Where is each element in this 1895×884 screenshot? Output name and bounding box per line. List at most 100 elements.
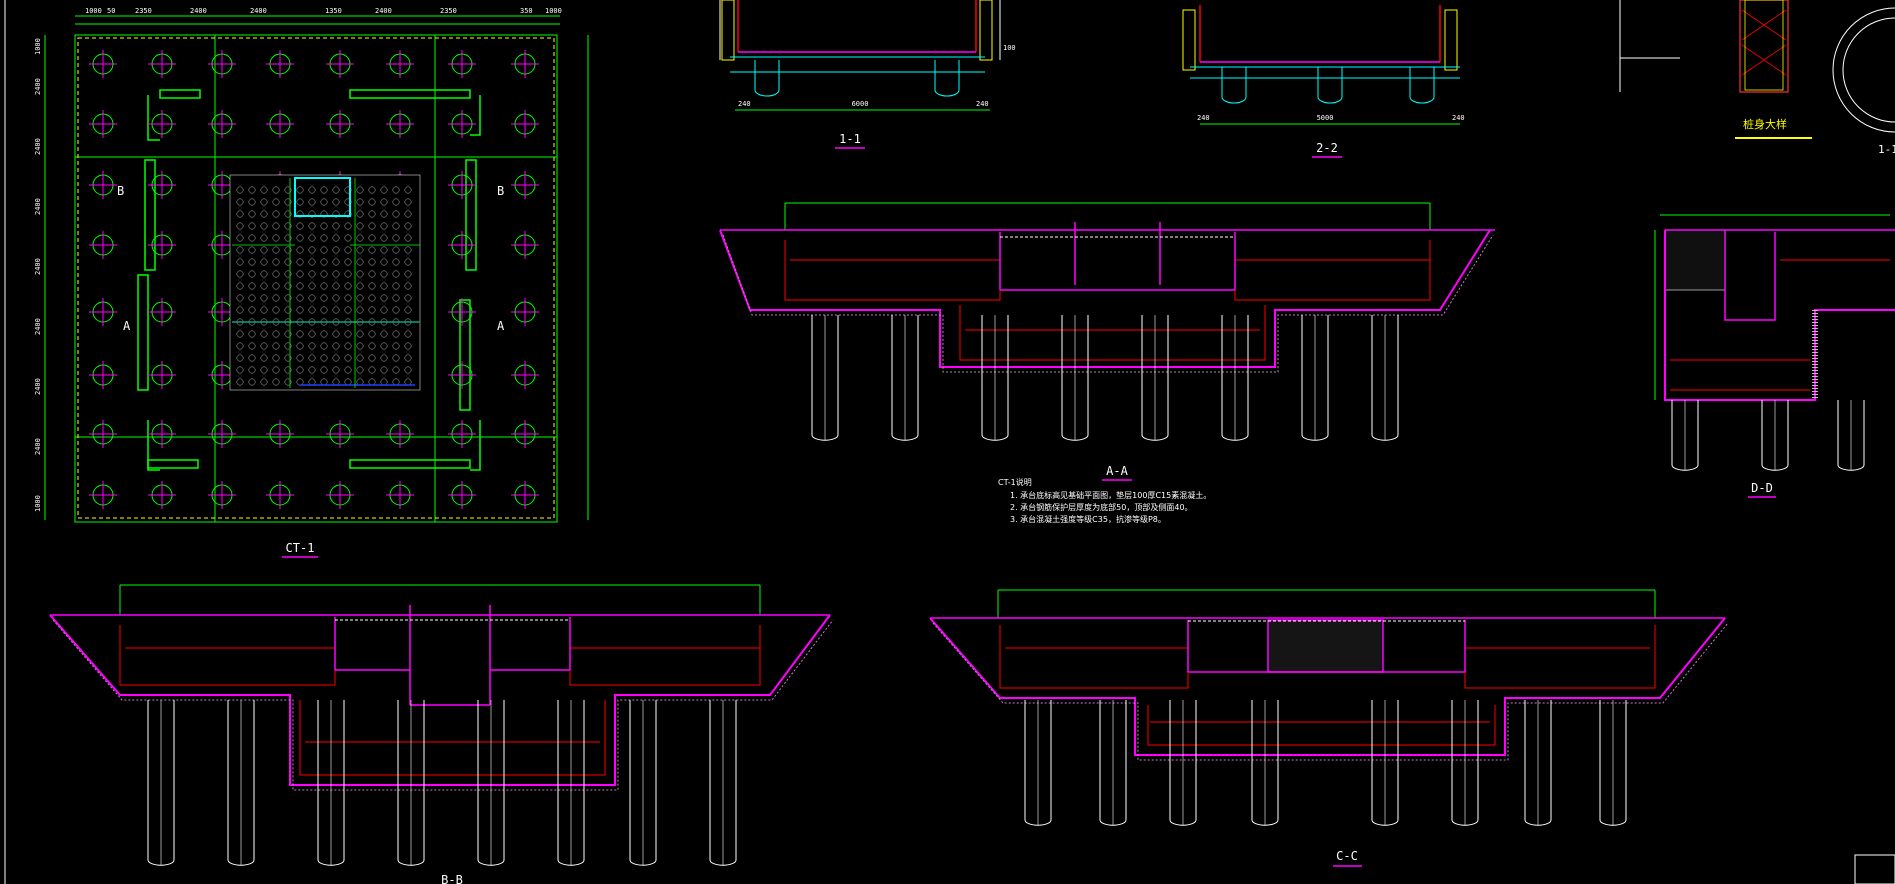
- plan-top-dim: 2400: [250, 7, 267, 15]
- pile-symbol: [448, 361, 476, 389]
- pile-symbol: [326, 481, 354, 509]
- detail-label-11: 1-1: [1878, 143, 1895, 156]
- pile-symbol: [326, 50, 354, 78]
- sec11-dim-right: 240: [976, 100, 989, 108]
- pile-symbol: [148, 50, 176, 78]
- pile-symbol: [148, 231, 176, 259]
- pile: [1301, 315, 1329, 441]
- pile-symbol: [89, 481, 117, 509]
- plan-top-dim: 1350: [325, 7, 342, 15]
- section-1-1: 6000 240 240 100 1-1: [719, 0, 1016, 149]
- plan-side-dim: 2400: [34, 78, 42, 95]
- secDD-title: D-D: [1751, 481, 1773, 495]
- pile-symbol: [89, 420, 117, 448]
- pile-symbol: [448, 481, 476, 509]
- pile-symbol: [208, 481, 236, 509]
- pile-symbol: [208, 420, 236, 448]
- pile-symbol: [386, 50, 414, 78]
- plan-side-dim: 2400: [34, 138, 42, 155]
- pile: [981, 315, 1009, 441]
- plan-top-dim: 50: [107, 7, 115, 15]
- secAA-title: A-A: [1106, 464, 1128, 478]
- pile-symbol: [448, 298, 476, 326]
- pile-symbol: [148, 110, 176, 138]
- pile-symbol: [511, 298, 539, 326]
- pile-symbol: [148, 420, 176, 448]
- pile-symbol: [89, 110, 117, 138]
- plan-top-dim: 1000: [545, 7, 562, 15]
- section-marker-a-left: A: [123, 319, 131, 333]
- pile-symbol: [208, 50, 236, 78]
- pile-symbol: [511, 50, 539, 78]
- pile-symbol: [511, 361, 539, 389]
- sec22-dim-mid: 5000: [1317, 114, 1334, 122]
- pile: [1371, 700, 1399, 826]
- plan-side-dim: 2400: [34, 198, 42, 215]
- pile-symbol: [386, 420, 414, 448]
- pile-symbol: [448, 50, 476, 78]
- pile-symbol: [448, 171, 476, 199]
- detail-title: 桩身大样: [1743, 117, 1787, 131]
- plan-top-dim: 2350: [135, 7, 152, 15]
- sec22-title: 2-2: [1316, 141, 1338, 155]
- pile: [811, 315, 839, 441]
- pile: [1251, 700, 1279, 826]
- pile: [1837, 400, 1865, 471]
- pile-symbol: [326, 110, 354, 138]
- pile-symbol: [511, 481, 539, 509]
- pile: [1169, 700, 1197, 826]
- sec11-dim-mid: 6000: [852, 100, 869, 108]
- pile: [709, 700, 737, 866]
- pile-symbol: [89, 171, 117, 199]
- pile-symbol: [511, 110, 539, 138]
- pile: [1024, 700, 1052, 826]
- plan-top-dim: 1000: [85, 7, 102, 15]
- pile-symbol: [448, 420, 476, 448]
- section-marker-a-right: A: [497, 319, 505, 333]
- pile-symbol: [148, 361, 176, 389]
- secCC-title: C-C: [1336, 849, 1358, 863]
- plan-side-dim: 2400: [34, 318, 42, 335]
- pile: [1141, 315, 1169, 441]
- pile-symbol: [448, 231, 476, 259]
- sec22-dim-right: 240: [1452, 114, 1465, 122]
- sec11-dim-left: 240: [738, 100, 751, 108]
- plan-side-dim: 1000: [34, 38, 42, 55]
- pile-symbol: [511, 420, 539, 448]
- pile: [1371, 315, 1399, 441]
- pile: [891, 315, 919, 441]
- pile-symbol: [386, 110, 414, 138]
- pile-symbol: [208, 110, 236, 138]
- pile: [1221, 315, 1249, 441]
- pile-symbol: [89, 50, 117, 78]
- section-d-d: D-D: [1654, 214, 1895, 498]
- pile-symbol: [266, 110, 294, 138]
- notes-block: CT-1说明 1. 承台底标高见基础平面图，垫层100厚C15素混凝土。 2. …: [998, 477, 1211, 524]
- pile-symbol: [511, 171, 539, 199]
- pile-symbol: [148, 171, 176, 199]
- pile-symbol: [511, 231, 539, 259]
- pile-symbol: [266, 420, 294, 448]
- pile-detail: 桩身大样 1-1: [1619, 0, 1895, 156]
- plan-side-dim: 2400: [34, 438, 42, 455]
- section-b-b: B-B: [49, 584, 834, 884]
- pile: [1599, 700, 1627, 826]
- plan-top-dim: 2400: [190, 7, 207, 15]
- section-marker-b-right: B: [497, 184, 504, 198]
- secBB-title: B-B: [441, 873, 463, 884]
- pile: [1761, 400, 1789, 471]
- notes-title: CT-1说明: [998, 477, 1032, 487]
- pile: [629, 700, 657, 866]
- plan-title: CT-1: [286, 541, 315, 555]
- pile: [1451, 700, 1479, 826]
- pile-symbol: [386, 481, 414, 509]
- pile: [397, 700, 425, 866]
- pile-symbol: [148, 298, 176, 326]
- pile: [317, 700, 345, 866]
- pile-symbol: [89, 298, 117, 326]
- pile-symbol: [148, 481, 176, 509]
- plan-side-dim: 2400: [34, 378, 42, 395]
- pile: [1099, 700, 1127, 826]
